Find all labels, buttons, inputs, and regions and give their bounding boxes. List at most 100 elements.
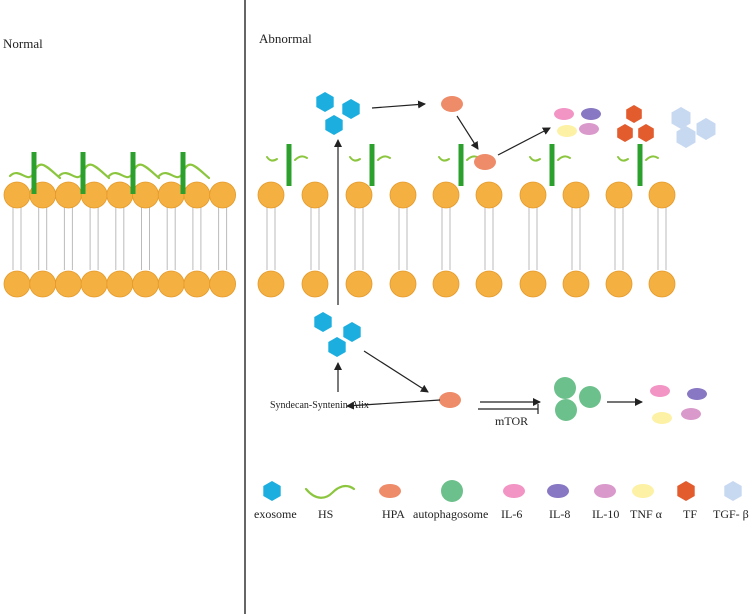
legend-hpa-icon [379,484,401,498]
autophagosome-icon [579,386,601,408]
hs-fragment [377,155,391,161]
lipid-head-bottom [157,270,185,298]
legend-il10-icon [594,484,616,498]
legend-il8-label: IL-8 [549,507,571,521]
legend-il10-label: IL-10 [592,507,620,521]
autophagosome-icon [555,399,577,421]
legend-il6-label: IL-6 [501,507,523,521]
legend-tnf-icon [632,484,654,498]
legend-tgf-icon [724,481,742,501]
lipid-unit [55,181,82,298]
lipid-unit [132,181,159,298]
legend-tgf-label: TGF- β [713,507,749,521]
lipid-head-top [106,181,134,209]
tgf-beta-icon [671,107,691,129]
proteoglycans [8,144,659,194]
normal-panel-title: Normal [3,36,43,51]
lipid-head-bottom [301,270,329,298]
lipid-unit [519,181,547,298]
legend-tnf-label: TNF α [630,507,662,521]
molecules [314,92,716,424]
il10-icon [681,408,701,420]
core-protein [286,144,292,186]
core-protein [637,144,643,186]
proteoglycan-intact [107,152,161,194]
il8-icon [581,108,601,120]
legend [263,480,742,502]
exosome-icon [314,312,332,332]
il6-icon [650,385,670,397]
lipid-head-top [389,181,417,209]
legend-tf-label: TF [683,507,698,521]
arrow-exosome-to-hpa-lower [363,350,429,393]
lipid-unit [605,181,633,298]
mtor-label: mTOR [495,414,529,428]
tf-icon [617,124,633,142]
lipid-unit [432,181,460,298]
core-protein [549,144,555,186]
lipid-head-bottom [209,270,237,298]
legend-autophagosome-icon [441,480,463,502]
hs-fragment [645,155,659,161]
lipid-unit [562,181,590,298]
lipid-head-bottom [345,270,373,298]
abnormal-membrane [257,181,676,298]
tgf-beta-icon [696,118,716,140]
tf-icon [638,124,654,142]
proteoglycan-intact [57,152,111,194]
lipid-head-top [209,181,237,209]
hs-fragment [557,155,571,161]
lipid-unit [257,181,285,298]
lipid-head-top [257,181,285,209]
lipid-unit [157,181,185,298]
core-protein [180,152,186,194]
core-protein [80,152,86,194]
lipid-head-top [475,181,503,209]
arrow-exosome-to-hpa [371,100,426,109]
lipid-head-bottom [3,270,31,298]
legend-hs-label: HS [318,507,334,521]
hs-fragment [529,156,541,162]
lipid-head-bottom [106,270,134,298]
tgf-beta-icon [676,126,696,148]
lipid-head-bottom [648,270,676,298]
lipid-head-top [605,181,633,209]
lipid-head-bottom [183,270,211,298]
lipid-unit [183,181,211,298]
proteoglycan-cleaved [529,144,571,186]
normal-membrane [3,181,237,298]
lipid-head-top [432,181,460,209]
hs-fragment [266,156,278,162]
core-protein [458,144,464,186]
lipid-head-bottom [80,270,108,298]
core-protein [31,152,37,194]
lipid-head-top [55,181,82,209]
exosome-icon [325,115,343,135]
arrow-to-cytokines [497,127,551,156]
lipid-head-bottom [519,270,547,298]
il8-icon [687,388,707,400]
lipid-head-bottom [475,270,503,298]
lipid-head-top [345,181,373,209]
hs-fragment [438,156,450,162]
lipid-unit [80,181,108,298]
legend-exosome-label: exosome [254,507,297,521]
legend-hpa-label: HPA [382,507,405,521]
proteoglycan-cleaved [617,144,659,186]
hs-fragment [294,155,308,161]
legend-hs-icon [304,484,356,499]
arrow-hpa-to-syndecan [346,399,441,410]
lipid-unit [3,181,31,298]
il10-icon [579,123,599,135]
lipid-unit [209,181,237,298]
exosome-icon [343,322,361,342]
core-protein [369,144,375,186]
legend-il8-icon [547,484,569,498]
lipid-head-bottom [257,270,285,298]
exosome-icon [342,99,360,119]
proteoglycan-intact [157,152,211,194]
lipid-head-bottom [55,270,82,298]
abnormal-panel-title: Abnormal [259,31,312,46]
proteoglycan-intact [8,152,62,194]
lipid-head-bottom [432,270,460,298]
